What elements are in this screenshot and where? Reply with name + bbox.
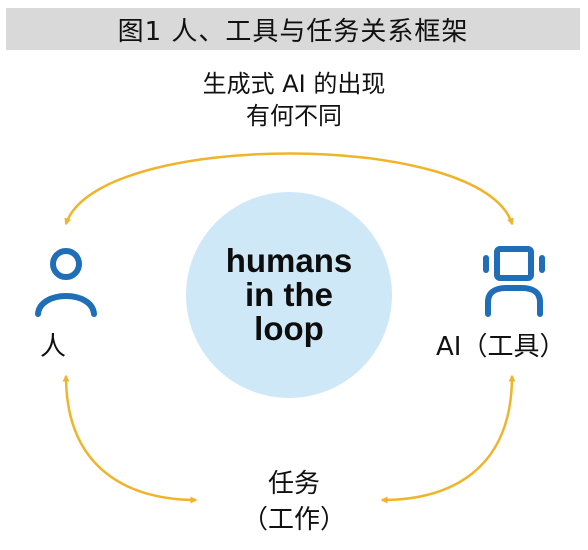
arrow-ai-task [380,374,516,504]
top-caption-line-1: 生成式 AI 的出现 [202,70,386,98]
ai-label: AI（工具） [436,332,566,362]
center-line-3: loop [254,310,324,347]
center-line-2: in the [245,276,333,313]
person-icon [32,246,100,322]
arrow-human-ai [64,152,514,226]
top-caption-line-2: 有何不同 [246,102,342,130]
diagram-title: 图1 人、工具与任务关系框架 [117,16,469,47]
bottom-caption: 任务 （工作） [0,466,588,538]
top-caption: 生成式 AI 的出现 有何不同 [0,68,588,132]
robot-icon [480,246,548,322]
humans-in-the-loop-circle: humans in the loop [186,192,392,398]
title-bar: 图1 人、工具与任务关系框架 [6,8,580,50]
center-line-1: humans [225,242,353,279]
arrow-human-task [62,374,198,504]
bottom-caption-line-1: 任务 [267,469,320,499]
bottom-caption-line-2: （工作） [241,505,346,535]
human-label: 人 [40,332,67,362]
